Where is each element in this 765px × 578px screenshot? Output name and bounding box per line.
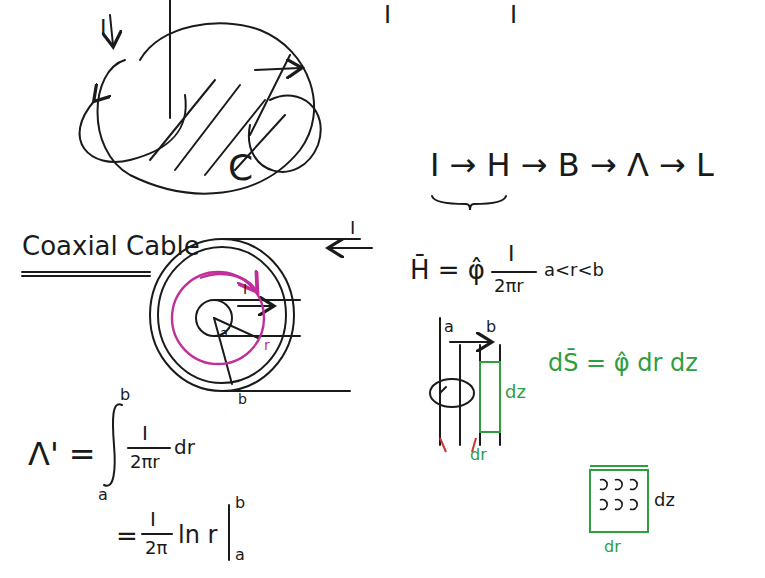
math-label: a bbox=[98, 486, 108, 504]
math-label: dz bbox=[505, 382, 526, 402]
math-label: dz bbox=[654, 490, 675, 510]
coax-sketch bbox=[22, 239, 372, 391]
math-label: dr bbox=[174, 436, 195, 458]
surface-element bbox=[480, 362, 648, 532]
math-label: I bbox=[100, 16, 107, 40]
math-label: 2π bbox=[145, 538, 167, 558]
math-label: b bbox=[235, 494, 245, 512]
math-label: a bbox=[444, 318, 454, 336]
math-label: I bbox=[243, 282, 247, 297]
math-label: dS̄ = φ̂ dr dz bbox=[548, 350, 698, 376]
math-label: I bbox=[510, 2, 517, 28]
math-label: ln r bbox=[178, 522, 217, 548]
math-label: b bbox=[238, 392, 247, 407]
math-label: H̄ = φ̂ bbox=[410, 256, 485, 285]
math-label: Λ' = bbox=[28, 437, 96, 472]
math-label: = bbox=[116, 522, 138, 551]
amperian-loop bbox=[172, 272, 264, 364]
loop-sketch bbox=[80, 0, 321, 194]
math-label: C bbox=[228, 148, 253, 188]
math-label: I bbox=[142, 422, 148, 444]
math-label: I bbox=[150, 508, 156, 530]
math-label: r bbox=[264, 338, 270, 353]
math-label: I bbox=[384, 2, 391, 28]
math-label: I → H → B → Λ → L bbox=[430, 148, 714, 183]
math-label: I bbox=[508, 242, 515, 266]
flux-symbols bbox=[600, 480, 637, 510]
math-label: 2πr bbox=[130, 452, 160, 472]
math-label: dr bbox=[470, 446, 487, 464]
math-label: b bbox=[120, 386, 130, 404]
math-label: Coaxial Cable bbox=[22, 232, 200, 261]
math-label: dr bbox=[604, 538, 621, 556]
math-label: 2πr bbox=[494, 276, 524, 296]
math-label: a<r<b bbox=[544, 260, 604, 280]
math-label: I bbox=[350, 218, 355, 238]
math-label: a bbox=[220, 326, 228, 340]
math-label: b bbox=[486, 318, 496, 336]
math-label: a bbox=[235, 546, 245, 564]
